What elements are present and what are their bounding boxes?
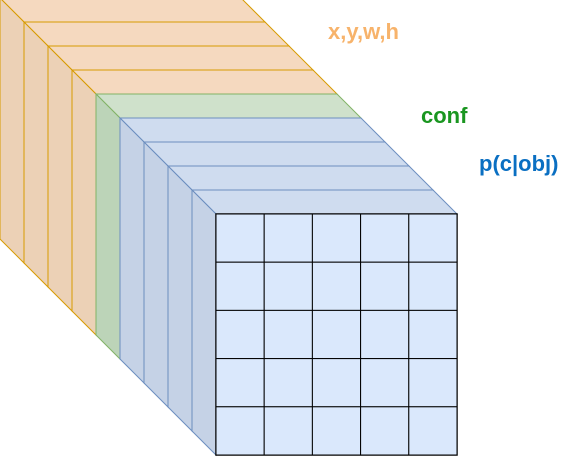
grid-cell bbox=[408, 309, 458, 360]
grid-cell bbox=[263, 358, 313, 408]
grid-cell bbox=[360, 309, 410, 360]
slice-conf-top bbox=[94, 93, 363, 119]
slice-box-side bbox=[0, 0, 25, 265]
slice-class-top bbox=[190, 189, 459, 215]
slice-class-top bbox=[142, 141, 411, 167]
grid-cell bbox=[311, 261, 362, 311]
box-coords-label: x,y,w,h bbox=[328, 19, 399, 44]
grid-cell bbox=[215, 309, 265, 360]
tensor-slices bbox=[0, 0, 459, 457]
slice-box-top bbox=[70, 69, 339, 95]
slice-box-side bbox=[47, 44, 73, 313]
slice-class-side bbox=[143, 140, 169, 409]
slice-box-top bbox=[22, 21, 291, 47]
grid-cell bbox=[263, 213, 313, 263]
grid-cell bbox=[311, 406, 362, 456]
slice-class-side bbox=[119, 116, 145, 385]
slice-class-top bbox=[118, 117, 387, 143]
grid-cell bbox=[360, 213, 410, 263]
slice-class-side bbox=[191, 188, 217, 457]
grid-cell bbox=[215, 213, 265, 263]
grid-cell bbox=[215, 358, 265, 408]
grid-cell bbox=[215, 406, 265, 456]
slice-box-top bbox=[1, 0, 267, 23]
grid-cell bbox=[215, 261, 265, 311]
grid-cell bbox=[408, 213, 458, 263]
grid-cell bbox=[408, 406, 458, 456]
grid-cell bbox=[311, 309, 362, 360]
grid-front-face bbox=[215, 213, 458, 456]
slice-class-top bbox=[166, 165, 435, 191]
grid-cell bbox=[360, 358, 410, 408]
slice-box-side bbox=[23, 20, 49, 289]
grid-cell bbox=[311, 213, 362, 263]
slice-conf-side bbox=[95, 92, 121, 361]
grid-cell bbox=[263, 309, 313, 360]
slice-class-side bbox=[167, 164, 193, 433]
grid-cell bbox=[360, 261, 410, 311]
grid-cell bbox=[263, 261, 313, 311]
slice-box-top bbox=[46, 45, 315, 71]
grid-cell bbox=[408, 261, 458, 311]
grid-cell bbox=[311, 358, 362, 408]
class-prob-label: p(c|obj) bbox=[479, 151, 558, 176]
grid-cell bbox=[360, 406, 410, 456]
grid-cell bbox=[408, 358, 458, 408]
slice-box-side bbox=[71, 68, 97, 337]
confidence-label: conf bbox=[421, 103, 468, 128]
grid-cell bbox=[263, 406, 313, 456]
